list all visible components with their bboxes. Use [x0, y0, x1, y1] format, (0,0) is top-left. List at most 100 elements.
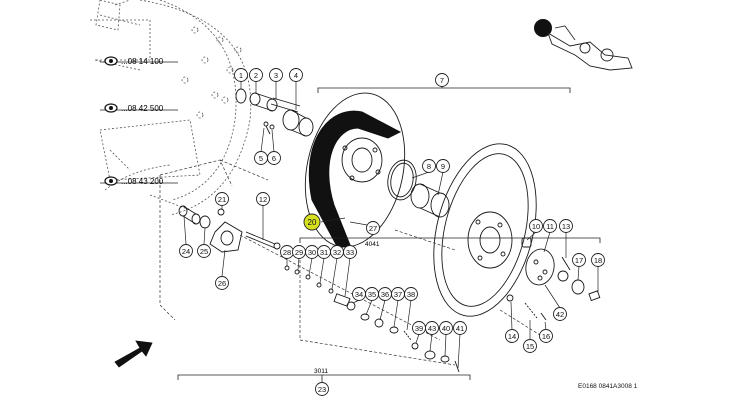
- callout-label: 28: [283, 248, 291, 257]
- callout-bubble[interactable]: 42: [553, 307, 567, 321]
- callout-circle: [553, 307, 567, 321]
- callout-label: 31: [320, 248, 328, 257]
- callout-label: 36: [381, 290, 389, 299]
- callout-label: 37: [394, 290, 402, 299]
- callout-circle: [559, 219, 573, 233]
- callout-circle: [422, 159, 436, 173]
- callout-label: 7: [440, 76, 444, 85]
- callout-circle: [267, 151, 281, 165]
- callout-bubble[interactable]: 17: [572, 253, 586, 267]
- callout-bubble[interactable]: 36: [378, 287, 392, 301]
- eye-ref-row[interactable]: ...08 42 500: [100, 103, 178, 113]
- reference-wheel-drawing: [90, 0, 252, 216]
- callout-bubble[interactable]: 28: [280, 245, 294, 259]
- callout-label: 21: [218, 195, 226, 204]
- leader-lines: [183, 81, 599, 369]
- eye-ref-row[interactable]: ...08 14 100: [100, 56, 178, 66]
- callout-circle: [256, 192, 270, 206]
- callout-circle: [543, 219, 557, 233]
- callout-bubble[interactable]: 11: [543, 219, 557, 233]
- callout-circle: [343, 245, 357, 259]
- callout-label: 1: [239, 71, 243, 80]
- callout-bubble[interactable]: 15: [523, 339, 537, 353]
- callout-label: 8: [427, 162, 431, 171]
- callout-circle: [215, 276, 229, 290]
- callout-bubble[interactable]: 31: [317, 245, 331, 259]
- callout-bubble[interactable]: 1: [234, 68, 248, 82]
- callout-circle: [234, 68, 248, 82]
- callout-circle: [197, 244, 211, 258]
- callout-circle: [404, 287, 418, 301]
- callout-label: 4: [294, 71, 298, 80]
- callout-bubble[interactable]: 35: [365, 287, 379, 301]
- oring-sleeve: [387, 159, 450, 218]
- callout-label: 18: [594, 256, 602, 265]
- callout-bubble[interactable]: 24: [179, 244, 193, 258]
- eye-ref-row[interactable]: ...08 43 200: [100, 176, 178, 186]
- callout-bubble[interactable]: 21: [215, 192, 229, 206]
- callout-label: 34: [355, 290, 363, 299]
- callout-bubble[interactable]: 18: [591, 253, 605, 267]
- bracket-4041: [299, 237, 601, 243]
- callout-bubble[interactable]: 26: [215, 276, 229, 290]
- callout-label: 25: [200, 247, 208, 256]
- callout-bubble[interactable]: 23: [315, 382, 329, 396]
- callout-bubble[interactable]: 32: [330, 245, 344, 259]
- callout-bubble[interactable]: 16: [539, 329, 553, 343]
- callout-circle: [249, 68, 263, 82]
- eye-ref-label: ...08 42 500: [121, 104, 164, 113]
- callout-label: 20: [308, 218, 317, 227]
- callout-bubble[interactable]: 39: [412, 321, 426, 335]
- callout-bubble[interactable]: 5: [254, 151, 268, 165]
- rear-disc: [304, 92, 406, 248]
- callout-label: 38: [407, 290, 415, 299]
- eye-ref-label: ...08 43 200: [121, 177, 164, 186]
- callout-bubble[interactable]: 25: [197, 244, 211, 258]
- bottom-small-parts: [284, 265, 460, 373]
- callout-bubble[interactable]: 10: [529, 219, 543, 233]
- callout-bubble[interactable]: 2: [249, 68, 263, 82]
- callout-bubble[interactable]: 43: [425, 321, 439, 335]
- callout-bubble[interactable]: 41: [453, 321, 467, 335]
- callout-label: 12: [259, 195, 267, 204]
- callout-bubble[interactable]: 12: [256, 192, 270, 206]
- callout-bubble[interactable]: 29: [292, 245, 306, 259]
- callout-circle: [529, 219, 543, 233]
- callout-label: 9: [441, 162, 445, 171]
- callout-label: 16: [542, 332, 550, 341]
- top-small-parts: [235, 88, 314, 137]
- callout-bubble[interactable]: 7: [435, 73, 449, 87]
- callout-bubble[interactable]: 13: [559, 219, 573, 233]
- callout-bubble[interactable]: 4: [289, 68, 303, 82]
- callout-circle: [439, 321, 453, 335]
- callout-bubble[interactable]: 30: [305, 245, 319, 259]
- callout-label: 3: [274, 71, 278, 80]
- callout-bubble[interactable]: 37: [391, 287, 405, 301]
- callout-label: 2: [254, 71, 258, 80]
- callout-label: 32: [333, 248, 341, 257]
- callout-bubble[interactable]: 40: [439, 321, 453, 335]
- callout-label: 27: [369, 224, 377, 233]
- callout-circle: [215, 192, 229, 206]
- callout-bubble[interactable]: 33: [343, 245, 357, 259]
- callout-bubble[interactable]: 34: [352, 287, 366, 301]
- belt-arc: [308, 110, 402, 249]
- callout-label: 6: [272, 154, 276, 163]
- callout-label: 15: [526, 342, 534, 351]
- callout-bubble[interactable]: 14: [505, 329, 519, 343]
- callout-bubble[interactable]: 3: [269, 68, 283, 82]
- callout-circle: [436, 159, 450, 173]
- right-hardware: [506, 237, 601, 321]
- callout-bubble[interactable]: 27: [366, 221, 380, 235]
- callout-label: 29: [295, 248, 303, 257]
- callout-circle: [366, 221, 380, 235]
- callout-circle: [425, 321, 439, 335]
- eye-reference-list: ...08 14 100 ...08 42 500 ...08 43 200: [100, 56, 178, 186]
- callout-label: 10: [532, 222, 540, 231]
- callout-bubble[interactable]: 38: [404, 287, 418, 301]
- callout-bubble[interactable]: 8: [422, 159, 436, 173]
- highlight-callout-20[interactable]: 20: [303, 213, 321, 231]
- callout-bubble[interactable]: 9: [436, 159, 450, 173]
- callout-bubble[interactable]: 6: [267, 151, 281, 165]
